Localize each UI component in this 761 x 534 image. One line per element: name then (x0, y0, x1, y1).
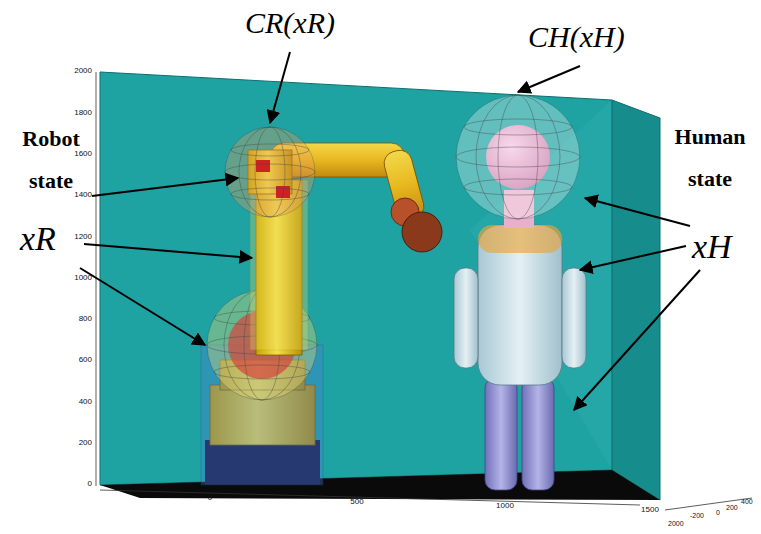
axis-tick: 1000 (48, 273, 92, 282)
rect-shape (478, 225, 562, 253)
g-shape (456, 95, 580, 219)
line-shape (585, 198, 690, 226)
axis-tick: 200 (48, 438, 92, 447)
axis-tick: 2000 (668, 520, 684, 527)
rect-shape (485, 378, 517, 490)
axis-tick: 200 (726, 504, 738, 511)
line-shape (100, 490, 640, 505)
rect-shape (256, 160, 270, 172)
axis-tick: 0 (48, 479, 92, 488)
axis-tick: 800 (48, 314, 92, 323)
line-shape (665, 498, 752, 510)
ellipse-shape (239, 127, 301, 217)
axis-tick: 400 (48, 397, 92, 406)
ellipse-shape (464, 119, 572, 135)
axis-tick: 1800 (48, 108, 92, 117)
axes (96, 72, 752, 510)
rect-shape (562, 268, 586, 368)
line-shape (580, 246, 686, 270)
line-shape (574, 270, 700, 410)
ellipse-shape (498, 95, 538, 219)
axis-tick: 2000 (48, 66, 92, 75)
leader-arrows (80, 52, 700, 410)
axis-tick: 500 (337, 497, 377, 506)
line-shape (270, 52, 290, 123)
state-symbol: xR (20, 220, 56, 258)
rect-shape (454, 268, 478, 368)
circle-shape (402, 212, 442, 252)
axis-tick: 0 (190, 493, 230, 502)
polygon-shape (100, 470, 660, 500)
set-symbol: CR(xR) (245, 6, 335, 40)
axis-tick: -200 (690, 512, 704, 519)
axis-tick: 600 (48, 355, 92, 364)
robot-arm (201, 127, 442, 485)
ellipse-shape (225, 164, 315, 180)
polygon-shape (612, 100, 660, 500)
circle-shape (456, 95, 580, 219)
axis-tick: 1600 (48, 149, 92, 158)
room-box (100, 72, 660, 500)
heading-label: Human state (662, 116, 758, 200)
ellipse-shape (214, 365, 310, 379)
ellipse-shape (476, 95, 560, 219)
set-symbol: CH(xH) (528, 20, 625, 54)
axis-tick: 0 (716, 509, 720, 516)
rect-shape (522, 378, 554, 490)
axis-tick: 1500 (630, 505, 670, 514)
rect-shape (478, 225, 562, 385)
axis-tick: 1200 (48, 232, 92, 241)
axis-tick: 1400 (48, 190, 92, 199)
line-shape (84, 244, 252, 258)
ellipse-shape (456, 147, 580, 167)
circle-shape (225, 127, 315, 217)
line-shape (92, 178, 238, 196)
heading-label: Robot state (8, 118, 94, 202)
ellipse-shape (255, 127, 285, 217)
human-figure (454, 95, 586, 490)
line-shape (518, 66, 580, 92)
g-shape (225, 127, 315, 217)
state-symbol: xH (692, 228, 732, 266)
line-shape (80, 268, 205, 345)
ellipse-shape (464, 179, 572, 195)
axis-tick: 1000 (485, 501, 525, 510)
axis-tick: 400 (741, 498, 753, 505)
rect-shape (276, 186, 290, 198)
